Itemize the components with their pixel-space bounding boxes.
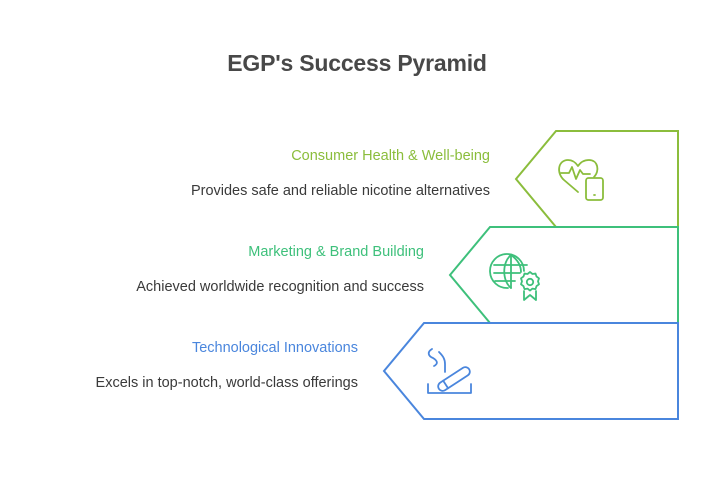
- page-title: EGP's Success Pyramid: [227, 50, 487, 76]
- heart-pulse-tablet-icon: [558, 159, 604, 201]
- globe-award-icon: [489, 253, 540, 301]
- level-3-description: Excels in top-notch, world-class offerin…: [95, 375, 358, 391]
- level-1-heading: Consumer Health & Well-being: [291, 148, 490, 164]
- level-2-description: Achieved worldwide recognition and succe…: [136, 279, 424, 295]
- level-1-description: Provides safe and reliable nicotine alte…: [190, 183, 490, 199]
- level-3-heading: Technological Innovations: [191, 340, 358, 356]
- level-1-shape: [514, 130, 679, 228]
- level-3-shape: [382, 322, 679, 420]
- cigarette-ashtray-icon: [427, 348, 472, 394]
- level-2-shape: [448, 226, 679, 324]
- level-2-heading: Marketing & Brand Building: [248, 244, 424, 260]
